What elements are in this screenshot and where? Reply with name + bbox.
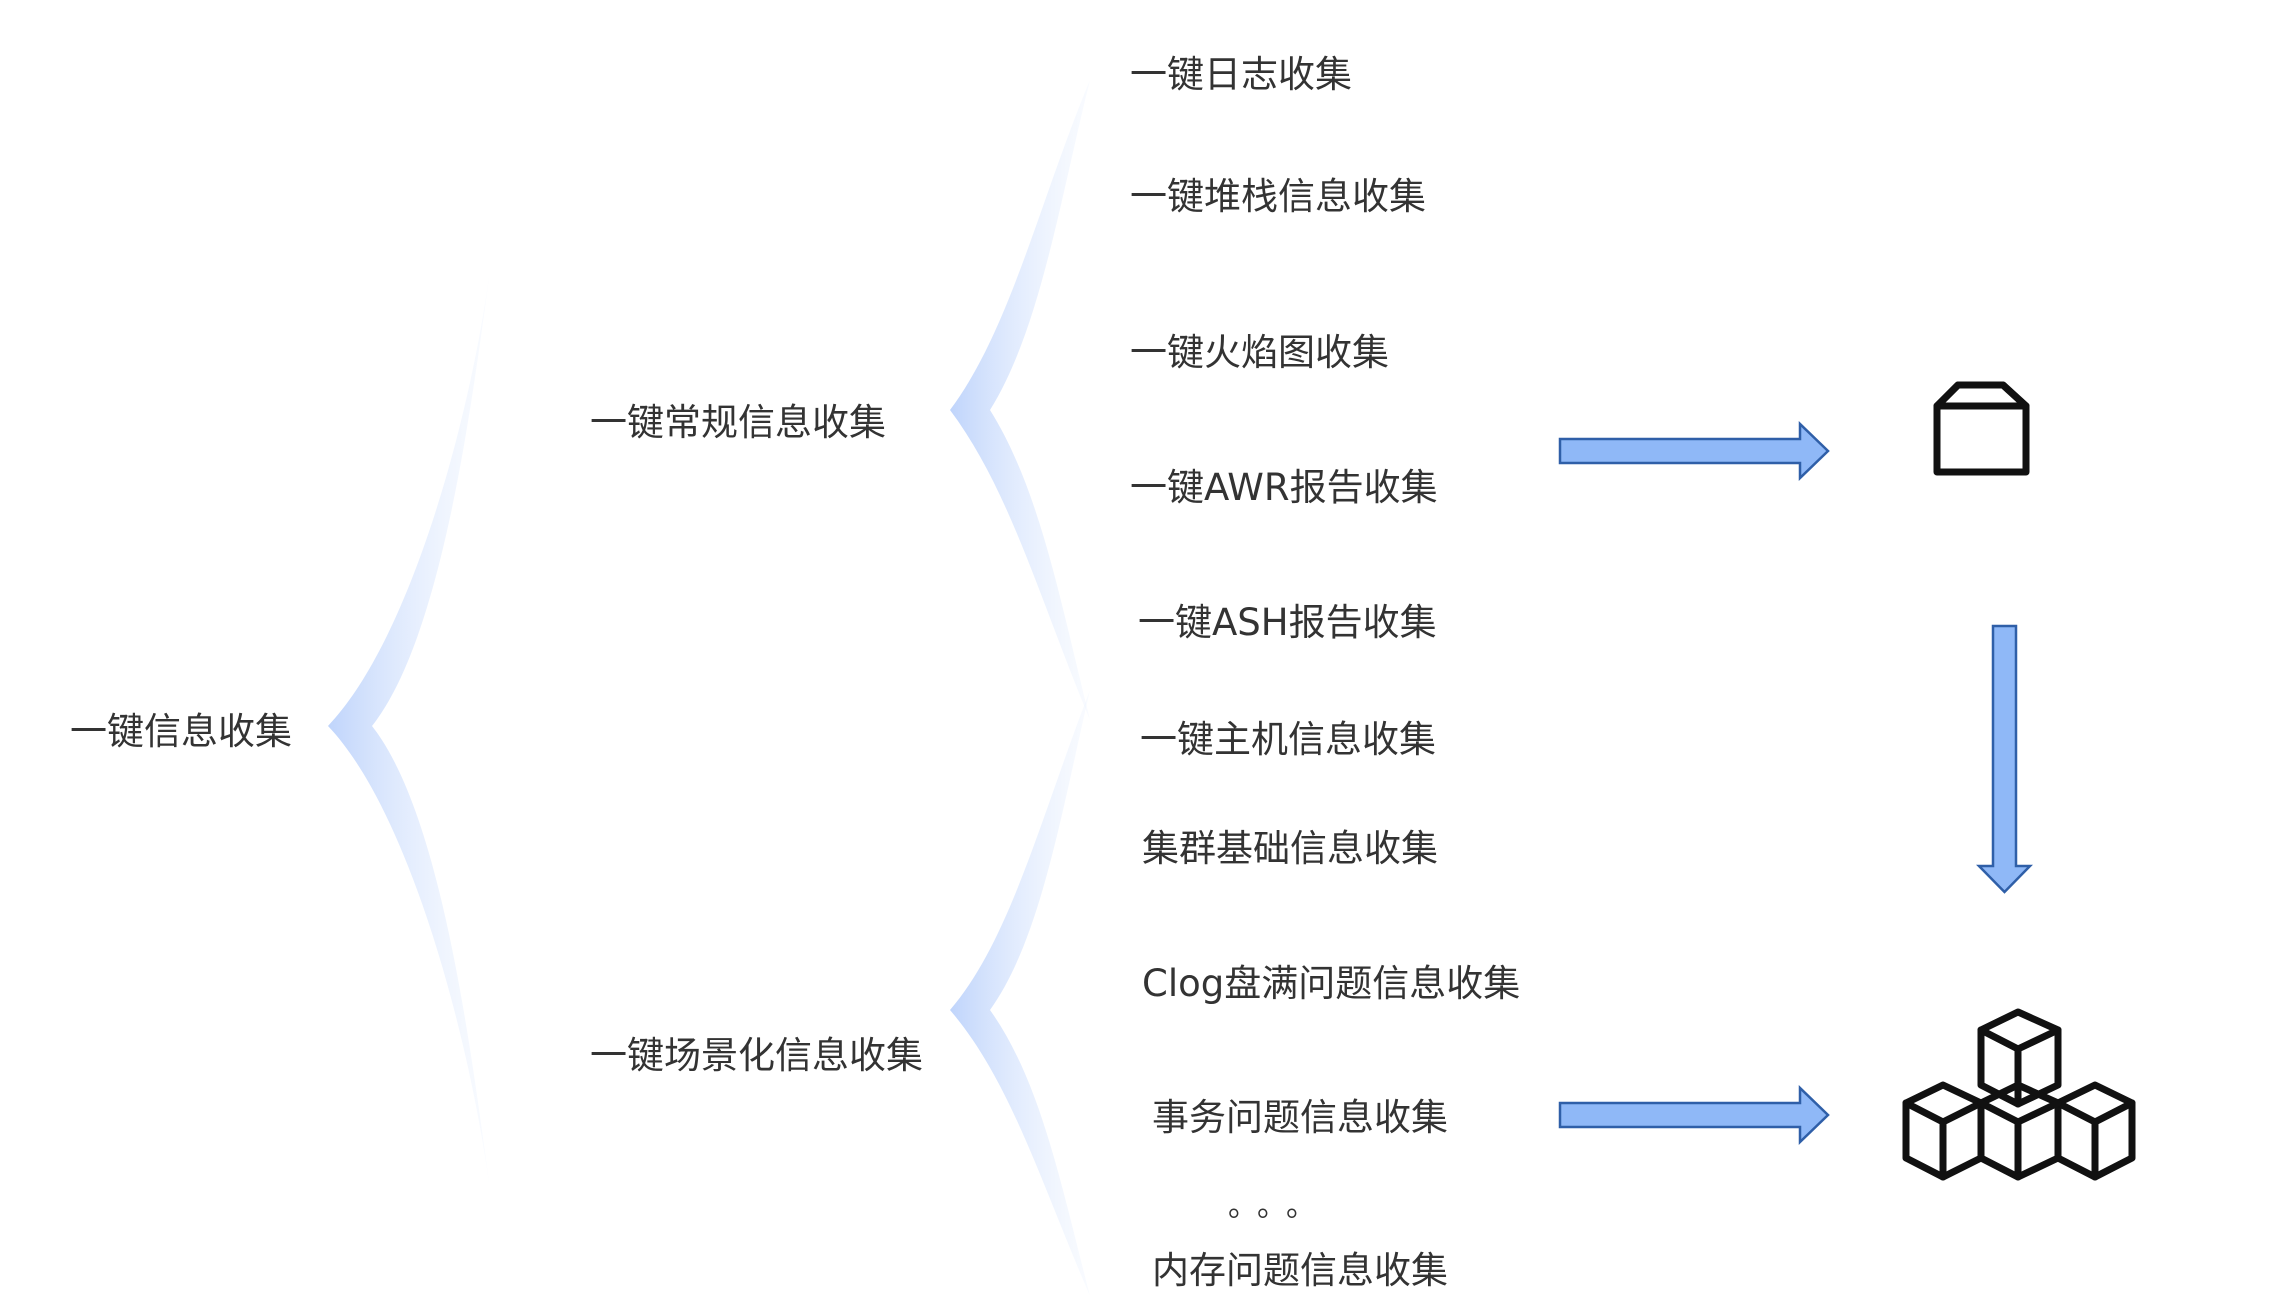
leaf-node-log: 一键日志收集 — [1130, 53, 1352, 96]
right-arrow-upper — [1558, 421, 1830, 481]
branch-node-scenario: 一键场景化信息收集 — [590, 1034, 923, 1077]
leaf-node-awr: 一键AWR报告收集 — [1130, 466, 1438, 509]
cube-icon — [1933, 381, 2030, 476]
leaf-node-stack: 一键堆栈信息收集 — [1130, 175, 1426, 218]
leaf-node-flamegraph: 一键火焰图收集 — [1130, 331, 1389, 374]
cubes-stack-icon — [1902, 1008, 2136, 1181]
branch-node-regular: 一键常规信息收集 — [590, 401, 886, 444]
leaf-node-host: 一键主机信息收集 — [1140, 718, 1436, 761]
leaf-node-ash: 一键ASH报告收集 — [1138, 601, 1437, 644]
down-arrow — [1976, 624, 2033, 894]
leaf-node-clog: Clog盘满问题信息收集 — [1142, 962, 1521, 1005]
root-bracket — [328, 270, 490, 1190]
leaf-node-memory: 内存问题信息收集 — [1152, 1249, 1448, 1292]
branch-bracket-regular — [950, 80, 1090, 720]
root-node-label: 一键信息收集 — [70, 710, 292, 753]
right-arrow-lower — [1558, 1085, 1830, 1145]
branch-bracket-scenario — [950, 690, 1090, 1296]
leaf-node-transaction: 事务问题信息收集 — [1152, 1096, 1448, 1139]
leaf-node-cluster: 集群基础信息收集 — [1142, 827, 1438, 870]
leaf-node-ellipsis: 。。。 — [1228, 1189, 1330, 1224]
